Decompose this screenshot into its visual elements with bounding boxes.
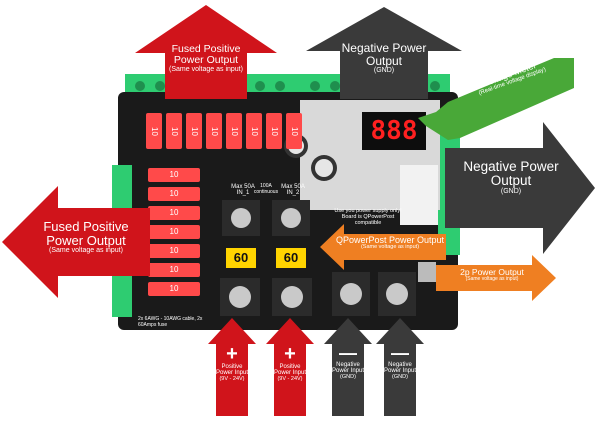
blade-fuse: 10 [148, 168, 200, 182]
twop-sub: (Same voltage as input) [465, 275, 519, 282]
cable-note: 2x 6AWG - 10AWG cable, 2x 60Amps fuse [138, 316, 203, 328]
blade-fuse: 10 [148, 225, 200, 239]
voltmeter-digits: 888 [370, 116, 418, 146]
fused-top-sub: (Same voltage as input) [169, 66, 243, 74]
blade-fuse: 10 [148, 206, 200, 220]
arrow-2p [436, 255, 556, 301]
blade-fuse: 10 [148, 263, 200, 277]
neg-in-2-title: Negative Power Input [383, 362, 417, 375]
neg-top-title: Negative Power Output [341, 41, 427, 68]
neg-in-1-title: Negative Power Input [331, 362, 365, 375]
arrow-qpowerpost [320, 224, 446, 270]
pos-in-1-sub: (9V - 24V) [219, 375, 245, 382]
arrow-up-fused-top [135, 5, 277, 99]
neg-top-sub: (GND) [373, 67, 395, 75]
neg-in-1-sub: (GND) [340, 373, 356, 380]
blade-fuse: 10 [166, 113, 182, 149]
plus-sign: + [226, 343, 238, 365]
neg-right-title: Negative Power Output [463, 159, 559, 189]
fused-top-title: Fused Positive Power Output [171, 43, 241, 67]
blade-fuse: 10 [186, 113, 202, 149]
twop-title: 2p Power Output [460, 267, 524, 277]
pos-in-2-title: Positive Power Input [273, 364, 307, 377]
top-fuse-row: 10 10 10 10 10 10 10 10 [146, 113, 302, 149]
input-label-1: Max 50A IN_1 [231, 184, 255, 196]
arrow-up-pos-in-2 [266, 318, 314, 416]
qpowerpost-sub: (Same voltage as input) [360, 244, 420, 251]
blade-fuse: 10 [266, 113, 282, 149]
blade-fuse: 10 [206, 113, 222, 149]
plus-sign: + [284, 343, 296, 365]
arrow-left-fused [2, 186, 150, 298]
arrow-right-negative [445, 122, 595, 254]
arrow-voltmeter [418, 58, 574, 140]
maxi-fuse: 60 [276, 248, 306, 268]
fused-left-sub: (Same voltage as input) [49, 247, 123, 255]
voltmeter-display [362, 112, 426, 150]
blade-fuse: 10 [286, 113, 302, 149]
blade-fuse: 10 [226, 113, 242, 149]
blade-fuse: 10 [246, 113, 262, 149]
bottom-input-arrows [208, 318, 424, 416]
qpowerpost-title: QPowerPost Power Output [335, 235, 445, 245]
arrow-up-neg-in-1 [324, 318, 372, 416]
neg-in-2-sub: (GND) [392, 373, 408, 380]
pos-in-1-title: Positive Power Input [215, 364, 249, 377]
maxi-fuse: 60 [226, 248, 256, 268]
info-note: Use you power supply only! Board is QPow… [334, 208, 402, 226]
blade-fuse: 10 [148, 187, 200, 201]
blade-fuse: 10 [148, 282, 200, 296]
neg-right-sub: (GND) [500, 188, 522, 196]
fused-left-title: Fused Positive Power Output [43, 219, 129, 248]
arrow-up-neg-in-2 [376, 318, 424, 416]
arrow-up-negative-top [306, 7, 462, 99]
pos-in-2-sub: (9V - 24V) [277, 375, 303, 382]
side-fuse-column: 10 10 10 10 10 10 10 [148, 168, 200, 296]
minus-sign: — [391, 343, 409, 363]
blade-fuse: 10 [146, 113, 162, 149]
minus-sign: — [339, 343, 357, 363]
input-label-2: Max 50A IN_2 [281, 184, 305, 196]
arrow-up-pos-in-1 [208, 318, 256, 416]
continuous-note: 100A continuous [253, 183, 279, 195]
blade-fuse: 10 [148, 244, 200, 258]
